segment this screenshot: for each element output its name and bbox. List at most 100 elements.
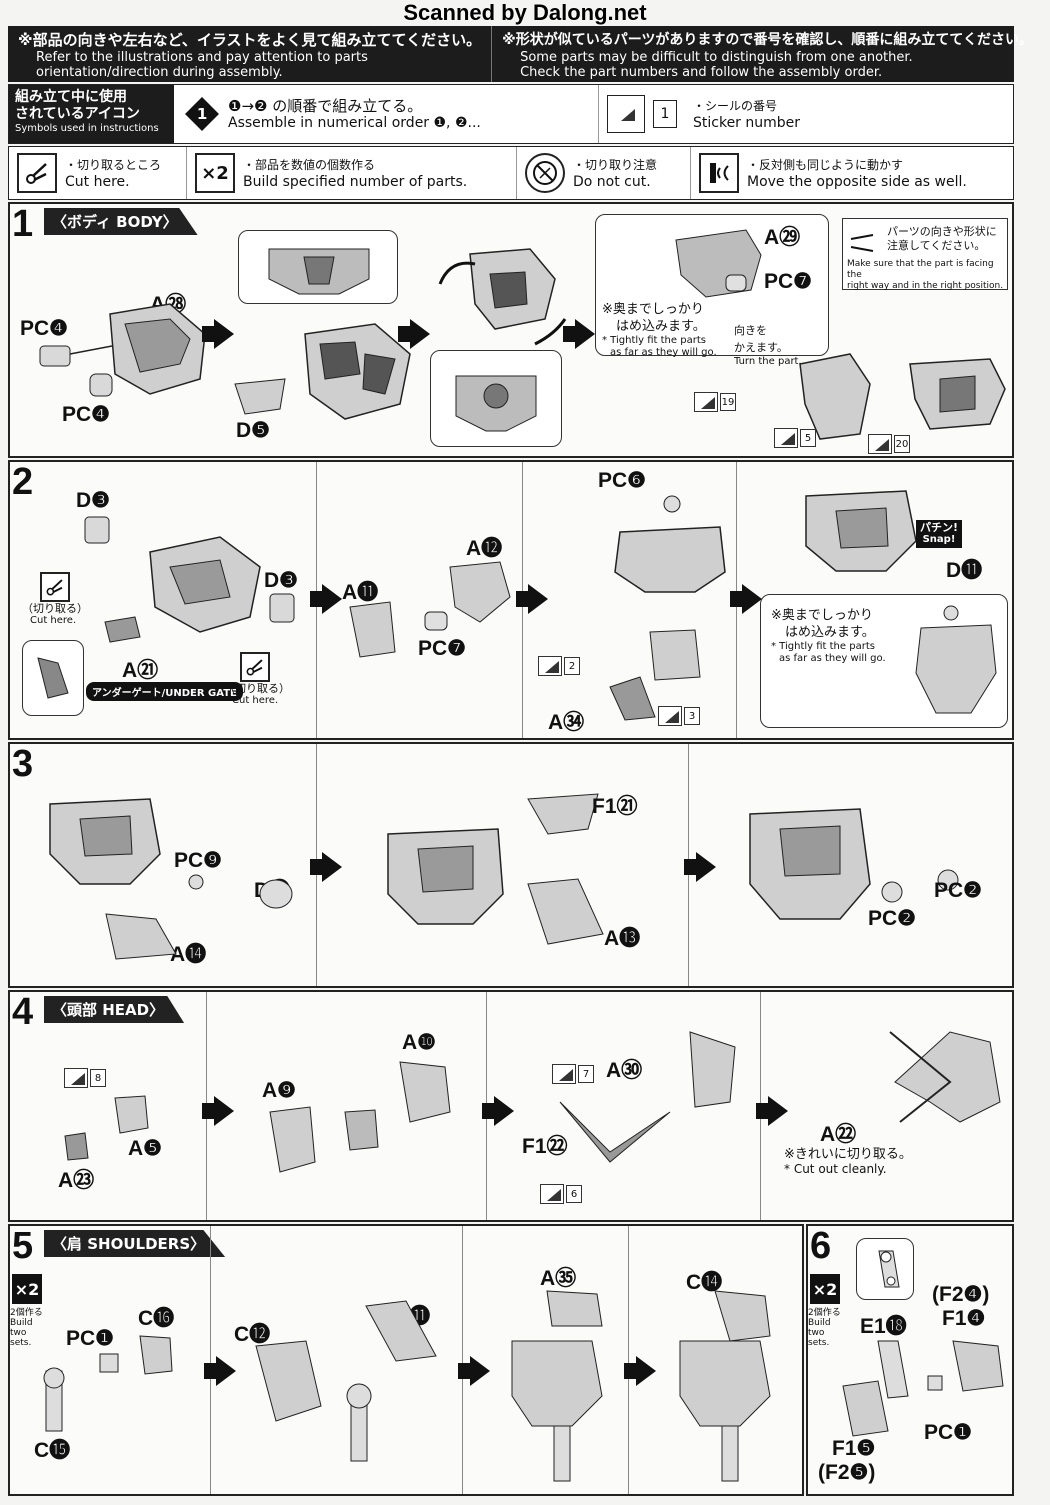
legend-move-en: Move the opposite side as well.: [747, 174, 967, 190]
part-label: D❺: [236, 419, 270, 442]
part-label: C⓮: [686, 1271, 723, 1294]
part-label: PC❶: [924, 1421, 972, 1444]
inset-callout: [238, 230, 398, 304]
flow-arrow: [482, 1096, 514, 1126]
body-part-drawing: [39, 303, 206, 397]
step-4-title: 〈頭部 HEAD〉: [44, 996, 185, 1023]
sticker-ref: 2: [538, 656, 580, 676]
torso-drawing: [49, 798, 161, 885]
shoulder-cap-drawing: [511, 1290, 603, 1482]
waist-parts-drawing: [349, 561, 511, 658]
head-done-drawing: [889, 1031, 1001, 1123]
step-4-number: 4: [12, 991, 34, 1033]
no-cut-icon: [525, 153, 565, 193]
part-label: D⓫: [946, 559, 983, 582]
sticker-ref: 8: [64, 1068, 106, 1088]
part-label: PC❼: [764, 270, 812, 293]
legend-cut-jp: ・切り取るところ: [65, 158, 162, 172]
flow-arrow: [756, 1096, 788, 1126]
legend-order: 1 ❶→❷ の順番で組み立てる。 Assemble in numerical o…: [174, 85, 599, 143]
inset-callout: ※奥までしっかり はめ込みます。 * Tightly fit the parts…: [760, 594, 1008, 728]
top-banner: ※部品の向きや左右など、イラストをよく見て組み立ててください。 Refer to…: [8, 26, 1033, 82]
snap-label: パチン!Snap!: [916, 520, 963, 548]
step-2-number: 2: [12, 461, 34, 503]
legend-cut: ・切り取るところ Cut here.: [9, 147, 187, 199]
inset-callout: A㉙ PC❼ ※奥までしっかり はめ込みます。 * Tightly fit th…: [595, 214, 829, 358]
note-jp: （切り取る）: [22, 602, 88, 615]
part-label: A㉒: [820, 1123, 857, 1146]
banner-right: ※形状が似ているパーツがありますので番号を確認し、順番に組み立ててください。 S…: [492, 26, 1043, 82]
step-5-title: 〈肩 SHOULDERS〉: [44, 1230, 226, 1257]
legend-title-en: Symbols used in instructions: [15, 123, 159, 134]
step-2: 2 D❸ D❸ A㉑ （切り取る） Cut here. アンダーゲート/UNDE…: [8, 460, 1014, 740]
note-jp: ※きれいに切り取る。: [784, 1147, 912, 1162]
waist-done-drawing: [805, 490, 917, 572]
flow-arrow: [563, 319, 595, 349]
sticker-ref: 20: [868, 434, 910, 454]
chest-assembly-drawing: [387, 793, 604, 945]
part-label: A⓮: [170, 943, 207, 966]
sticker-ref: 19: [694, 392, 736, 412]
banner-right-en1: Some parts may be difficult to distingui…: [520, 50, 913, 65]
note-jp: はめ込みます。: [785, 625, 875, 640]
part-label: A㉚: [606, 1059, 643, 1082]
part-label: (F2❺): [818, 1461, 876, 1484]
mirror-move-icon: [699, 153, 739, 193]
sticker-icon: [607, 95, 645, 133]
note-jp: かえます。: [734, 341, 788, 354]
note-jp: （切り取る）: [224, 682, 290, 695]
sticker-ref: 6: [540, 1184, 582, 1204]
legend-title: 組み立て中に使用 されているアイコン Symbols used in instr…: [9, 85, 174, 143]
body-rotate-drawing: [438, 248, 567, 346]
sticker-number-box: 1: [653, 100, 677, 128]
flow-arrow: [684, 852, 716, 882]
sticker-ref: 7: [552, 1064, 594, 1084]
step-order-icon: 1: [185, 97, 219, 131]
part-label: PC❶: [66, 1327, 114, 1350]
part-label: A⓫: [342, 581, 379, 604]
part-label: (F2❹): [932, 1283, 990, 1306]
part-label: D❸: [264, 569, 298, 592]
legend-order-en: Assemble in numerical order ❶, ❷...: [228, 115, 481, 131]
scissors-icon: [240, 652, 270, 682]
torso-parts-drawing: [105, 874, 293, 960]
under-gate-label: アンダーゲート/UNDER GATE: [86, 682, 243, 701]
part-label: F1❹: [942, 1307, 986, 1330]
note-en: Make sure that the part is facing the: [847, 259, 994, 280]
head-face-drawing: [64, 1095, 149, 1161]
inset-callout: [856, 1238, 914, 1300]
shoulder-joint-drawing: [43, 1335, 173, 1432]
part-label: A㉙: [764, 226, 801, 249]
upper-arm-drawing: [842, 1340, 1004, 1437]
inset-callout: [22, 640, 84, 716]
part-label: A⓭: [604, 927, 641, 950]
flow-arrow: [202, 319, 234, 349]
note-en: * Tightly fit the parts: [602, 335, 706, 346]
scan-watermark: Scanned by Dalong.net: [403, 0, 647, 25]
legend-sticker-en: Sticker number: [693, 115, 801, 131]
note-jp: ※奥までしっかり: [771, 608, 873, 623]
legend-nocut: ・切り取り注意 Do not cut.: [517, 147, 691, 199]
sticker-ref: 3: [658, 706, 700, 726]
step-3-number: 3: [12, 743, 34, 785]
waist-assembly-drawing: [609, 495, 726, 721]
step-1-body: 1 〈ボディ BODY〉 PC❹ A㉘ PC❹ D❺ A㉙ PC❼ ※奥までしっ…: [8, 202, 1014, 458]
orientation-note-box: パーツの向きや形状に 注意してください。 Make sure that the …: [842, 218, 1008, 291]
body-sticker-drawing: [799, 353, 1006, 440]
part-label: PC❾: [174, 849, 222, 872]
legend-build-jp: ・部品を数値の個数作る: [243, 158, 376, 172]
flow-arrow: [730, 584, 762, 614]
shoulder-done-drawing: [679, 1290, 771, 1482]
sticker-ref: 5: [774, 428, 816, 448]
step-1-title: 〈ボディ BODY〉: [44, 208, 198, 235]
flow-arrow: [458, 1356, 490, 1386]
part-label: F1㉒: [522, 1135, 568, 1158]
shoulder-armor-drawing: [255, 1300, 437, 1462]
scissors-icon: [40, 572, 70, 602]
head-shell-drawing: [269, 1061, 451, 1173]
flow-arrow: [398, 319, 430, 349]
part-label: F1㉑: [592, 795, 638, 818]
flow-arrow: [202, 1096, 234, 1126]
legend-row-2: ・切り取るところ Cut here. ×2 ・部品を数値の個数作る Build …: [8, 146, 1014, 200]
